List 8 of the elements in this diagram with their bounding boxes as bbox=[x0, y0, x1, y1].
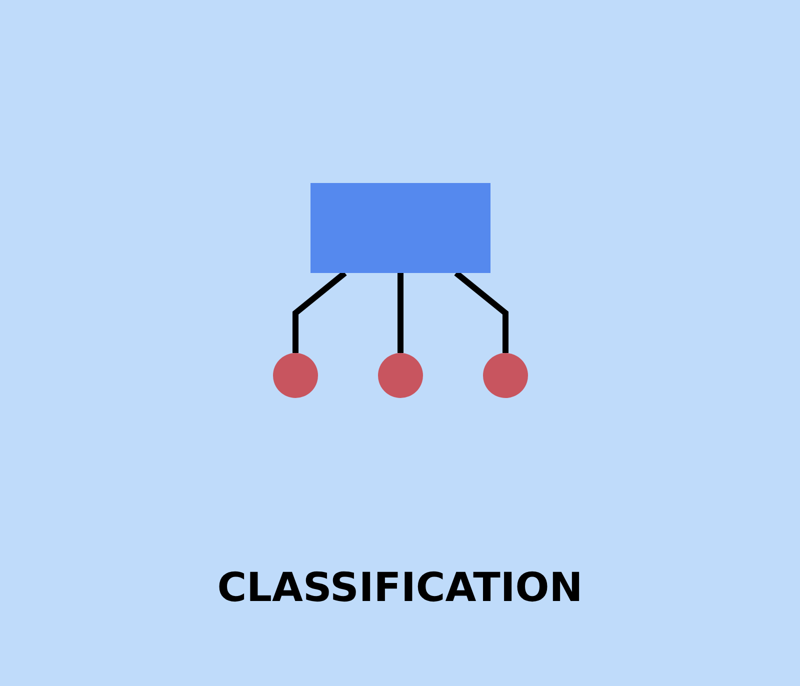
connector bbox=[292, 270, 346, 352]
caption: CLASSIFICATION bbox=[217, 565, 583, 611]
node-circle bbox=[272, 352, 318, 398]
connector bbox=[397, 272, 403, 352]
connector bbox=[454, 270, 508, 352]
node-circle bbox=[378, 352, 422, 398]
node-circle bbox=[482, 352, 528, 398]
node-box bbox=[310, 182, 490, 272]
